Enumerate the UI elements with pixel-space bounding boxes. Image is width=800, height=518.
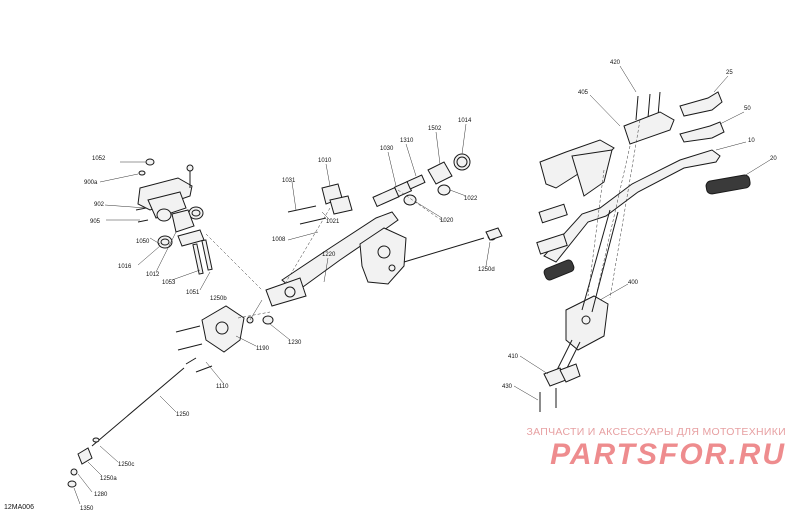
callout-1250b: 1250b — [210, 296, 227, 302]
callout-1250c: 1250c — [118, 462, 134, 468]
callout-1220: 1220 — [322, 252, 336, 258]
callout-1052: 1052 — [92, 156, 106, 162]
callout-20: 20 — [770, 156, 777, 162]
handlebar-assembly-right — [536, 91, 751, 412]
assembly-dashed-lines — [205, 119, 641, 319]
callout-1014: 1014 — [458, 118, 472, 124]
callout-leader-lines — [73, 65, 771, 505]
callout-405: 405 — [578, 90, 589, 96]
callout-labels: 1052 900a 902 905 1050 1016 1012 1053 10… — [80, 60, 777, 512]
callout-1050: 1050 — [136, 239, 150, 245]
watermark-logo: PARTSFOR.RU — [550, 438, 786, 471]
callout-1031: 1031 — [282, 178, 296, 184]
watermark-tagline: ЗАПЧАСТИ И АКСЕССУАРЫ ДЛЯ МОТОТЕХНИКИ — [526, 426, 786, 438]
callout-25: 25 — [726, 70, 733, 76]
callout-1250d: 1250d — [478, 267, 495, 273]
callout-1310: 1310 — [400, 138, 414, 144]
callout-1350: 1350 — [80, 506, 94, 512]
callout-1016: 1016 — [118, 264, 132, 270]
callout-1280: 1280 — [94, 492, 108, 498]
callout-1020: 1020 — [440, 218, 454, 224]
callout-410: 410 — [508, 354, 519, 360]
drawing-code-label: 12MA006 — [4, 504, 34, 511]
callout-1230: 1230 — [288, 340, 302, 346]
callout-420: 420 — [610, 60, 621, 66]
callout-1250a: 1250a — [100, 476, 117, 482]
callout-1110: 1110 — [216, 384, 229, 390]
callout-400: 400 — [628, 280, 639, 286]
callout-905: 905 — [90, 219, 101, 225]
watermark: ЗАПЧАСТИ И АКСЕССУАРЫ ДЛЯ МОТОТЕХНИКИ PA… — [486, 426, 786, 472]
callout-1053: 1053 — [162, 280, 176, 286]
callout-1502: 1502 — [428, 126, 442, 132]
steering-shaft-center — [265, 153, 503, 307]
callout-1051: 1051 — [186, 290, 200, 296]
callout-1030: 1030 — [380, 146, 394, 152]
callout-430: 430 — [502, 384, 513, 390]
callout-1021: 1021 — [326, 219, 340, 225]
callout-10: 10 — [748, 138, 755, 144]
callout-50: 50 — [744, 106, 751, 112]
callout-902: 902 — [94, 202, 105, 208]
callout-1012: 1012 — [146, 272, 160, 278]
callout-1250: 1250 — [176, 412, 190, 418]
lower-steering-rod — [67, 305, 274, 488]
callout-1008: 1008 — [272, 237, 286, 243]
callout-1190: 1190 — [256, 346, 270, 352]
bracket-cluster-left — [135, 158, 213, 275]
callout-1010: 1010 — [318, 158, 332, 164]
callout-900a: 900a — [84, 180, 98, 186]
callout-1022: 1022 — [464, 196, 478, 202]
